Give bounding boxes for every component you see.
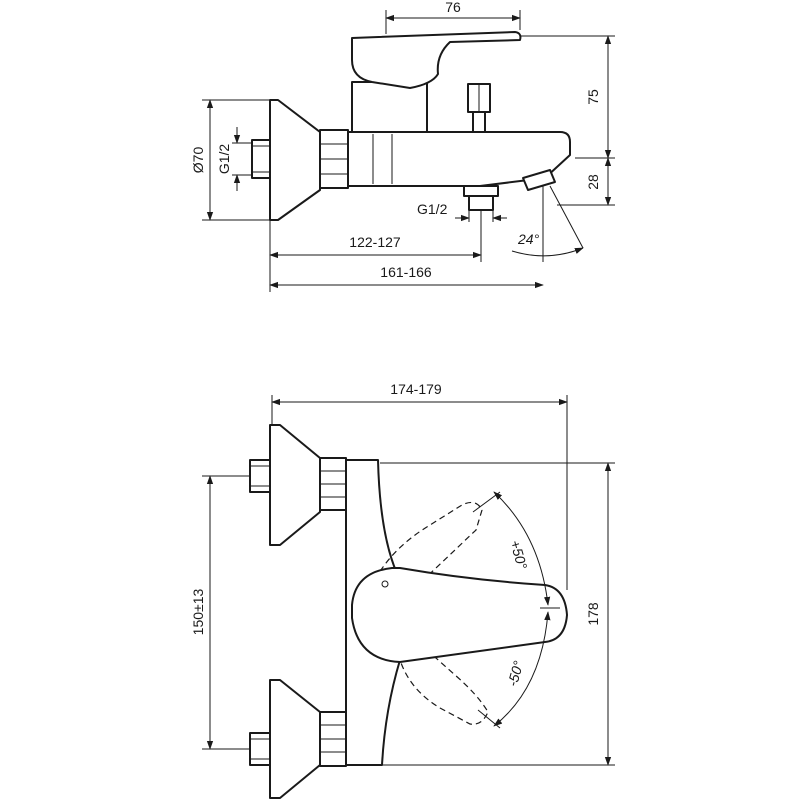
side-view: 76 75 28 Ø70 G1/2: [190, 0, 615, 292]
dim-122-127: 122-127: [269, 210, 482, 292]
side-inlet-stub: [251, 139, 271, 179]
dim-diam70-label: Ø70: [190, 147, 206, 174]
dim-161-166: 161-166: [269, 264, 544, 289]
dim-76-label: 76: [445, 0, 461, 15]
dim-24deg: 24°: [511, 185, 584, 262]
dim-178: 178: [380, 462, 615, 766]
top-hex-nut-lower: [319, 711, 347, 767]
side-diverter-knob: [467, 83, 491, 133]
dim-g12-outlet: G1/2: [417, 201, 507, 222]
dim-diam70: Ø70: [190, 99, 270, 221]
dim-g12-inlet: G1/2: [216, 127, 252, 191]
side-wall-flange: [269, 99, 321, 221]
dim-minus50: -50°: [477, 611, 551, 729]
dim-plus50-label: +50°: [507, 538, 531, 571]
dim-161-166-label: 161-166: [380, 264, 432, 280]
top-lever-handle: [351, 567, 568, 663]
dim-28: 28: [585, 157, 612, 206]
dim-150: 150±13: [190, 475, 250, 750]
top-hex-nut-upper: [319, 457, 347, 511]
dim-75-label: 75: [585, 89, 601, 105]
dim-122-127-label: 122-127: [349, 234, 401, 250]
dim-plus50: +50°: [472, 491, 551, 606]
side-outlet-stub: [463, 185, 499, 211]
top-inlet-stub-upper: [249, 459, 271, 493]
dim-28-label: 28: [585, 174, 601, 190]
dim-minus50-label: -50°: [504, 659, 527, 689]
dim-150-label: 150±13: [190, 588, 206, 635]
dim-g12-inlet-label: G1/2: [216, 144, 232, 175]
top-inlet-stub-lower: [249, 732, 271, 766]
dim-76: 76: [385, 0, 521, 34]
top-lever-hidden-minus50: [399, 641, 489, 725]
top-wall-flange-upper: [269, 424, 321, 546]
dim-g12-outlet-label: G1/2: [417, 201, 448, 217]
top-view: +50° -50° 174-179 150±13 178: [190, 381, 615, 799]
side-lever-handle: [351, 31, 522, 89]
dim-174-179-label: 174-179: [390, 381, 442, 397]
side-cartridge-column: [351, 81, 428, 133]
side-spout-tip: [522, 169, 556, 191]
side-hex-nut: [319, 129, 349, 189]
top-wall-flange-lower: [269, 679, 321, 799]
dim-178-label: 178: [585, 602, 601, 626]
dim-24deg-label: 24°: [517, 231, 540, 247]
dim-174-179: 174-179: [271, 381, 568, 590]
